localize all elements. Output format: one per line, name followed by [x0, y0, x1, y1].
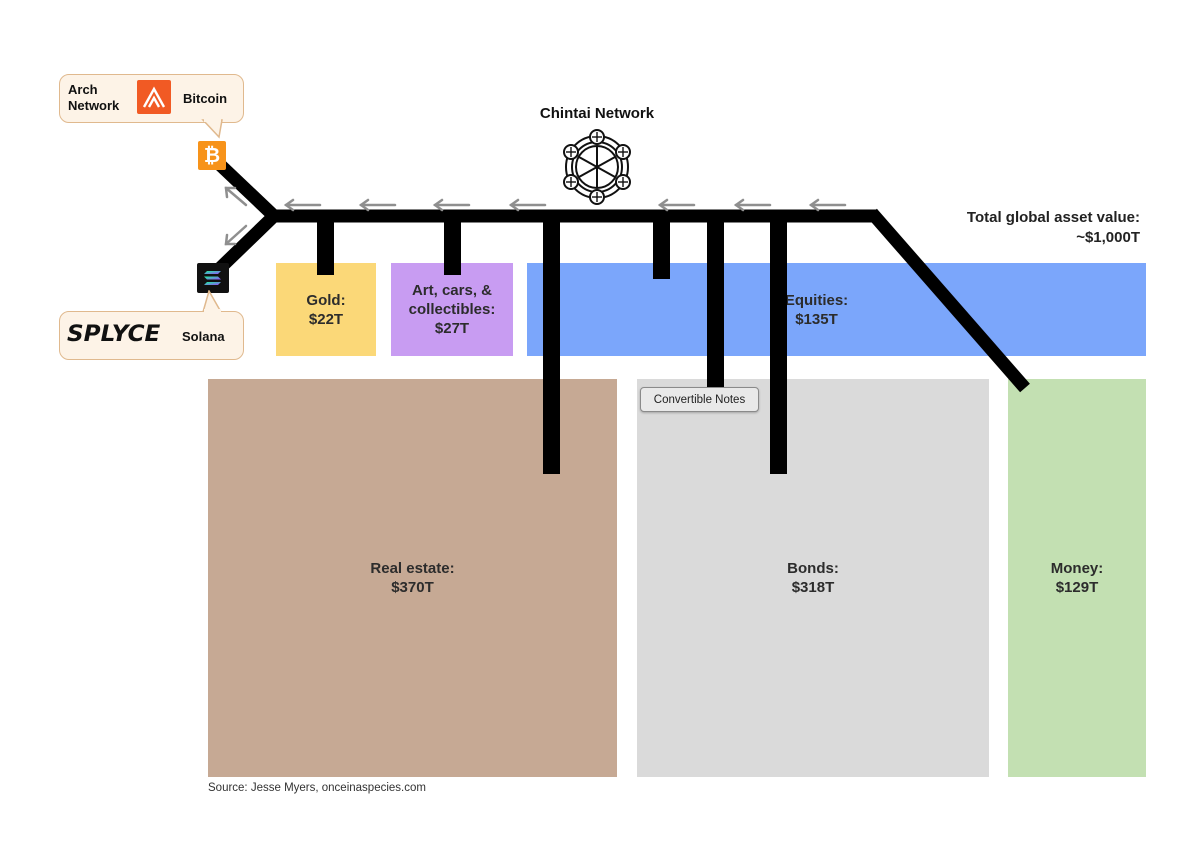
- solana-chain-label: Solana: [182, 329, 225, 344]
- arch-callout-pointer: [201, 119, 223, 139]
- total-value: Total global asset value: ~$1,000T: [900, 208, 1140, 248]
- bitcoin-icon: ₿: [198, 141, 226, 170]
- bonds-label: Bonds: $318T: [787, 560, 839, 596]
- arch-network-label: Arch Network: [68, 82, 120, 113]
- bitcoin-glyph: ₿: [203, 143, 221, 167]
- flow-arrow-icon: [508, 198, 547, 212]
- money-block: Money: $129T: [1008, 379, 1146, 777]
- flow-arrow-icon: [808, 198, 847, 212]
- real-estate-label: Real estate: $370T: [370, 560, 455, 596]
- splyce-callout-pointer-cover: [204, 309, 221, 314]
- branch-bonds: [770, 216, 787, 474]
- branch-convertible-notes: [707, 216, 724, 388]
- flow-arrow-icon: [657, 198, 696, 212]
- flow-arrow-icon: [358, 198, 397, 212]
- equities-block: Equities: $135T: [527, 263, 1146, 356]
- total-value-line2: ~$1,000T: [1076, 229, 1140, 246]
- art-label: Art, cars, & collectibles: $27T: [408, 282, 496, 337]
- flow-arrow-icon: [283, 198, 322, 212]
- chintai-logo-icon: [563, 129, 631, 205]
- arch-logo-icon: [137, 80, 171, 114]
- splyce-logo: SPLYCE: [67, 322, 161, 347]
- branch-equities: [653, 216, 670, 279]
- art-block: Art, cars, & collectibles: $27T: [391, 263, 513, 356]
- network-title: Chintai Network: [539, 105, 655, 122]
- splyce-callout: [59, 311, 244, 360]
- flow-arrow-icon: [224, 186, 248, 207]
- money-label: Money: $129T: [1050, 560, 1104, 596]
- branch-art: [444, 216, 461, 275]
- branch-real-estate: [543, 216, 560, 474]
- bonds-block: Bonds: $318T: [637, 379, 989, 777]
- gold-label: Gold: $22T: [306, 291, 346, 328]
- rail-to-money: [867, 208, 1030, 393]
- flow-arrow-icon: [733, 198, 772, 212]
- solana-icon: [197, 263, 229, 293]
- convertible-notes-label: Convertible Notes: [640, 387, 759, 412]
- flow-arrow-icon: [432, 198, 471, 212]
- branch-gold: [317, 216, 334, 275]
- equities-label: Equities: $135T: [784, 291, 849, 328]
- bitcoin-chain-label: Bitcoin: [183, 91, 228, 106]
- source-caption: Source: Jesse Myers, onceinaspecies.com: [208, 782, 426, 794]
- flow-arrow-icon: [224, 224, 248, 246]
- total-value-line1: Total global asset value:: [966, 209, 1140, 226]
- gold-block: Gold: $22T: [276, 263, 376, 356]
